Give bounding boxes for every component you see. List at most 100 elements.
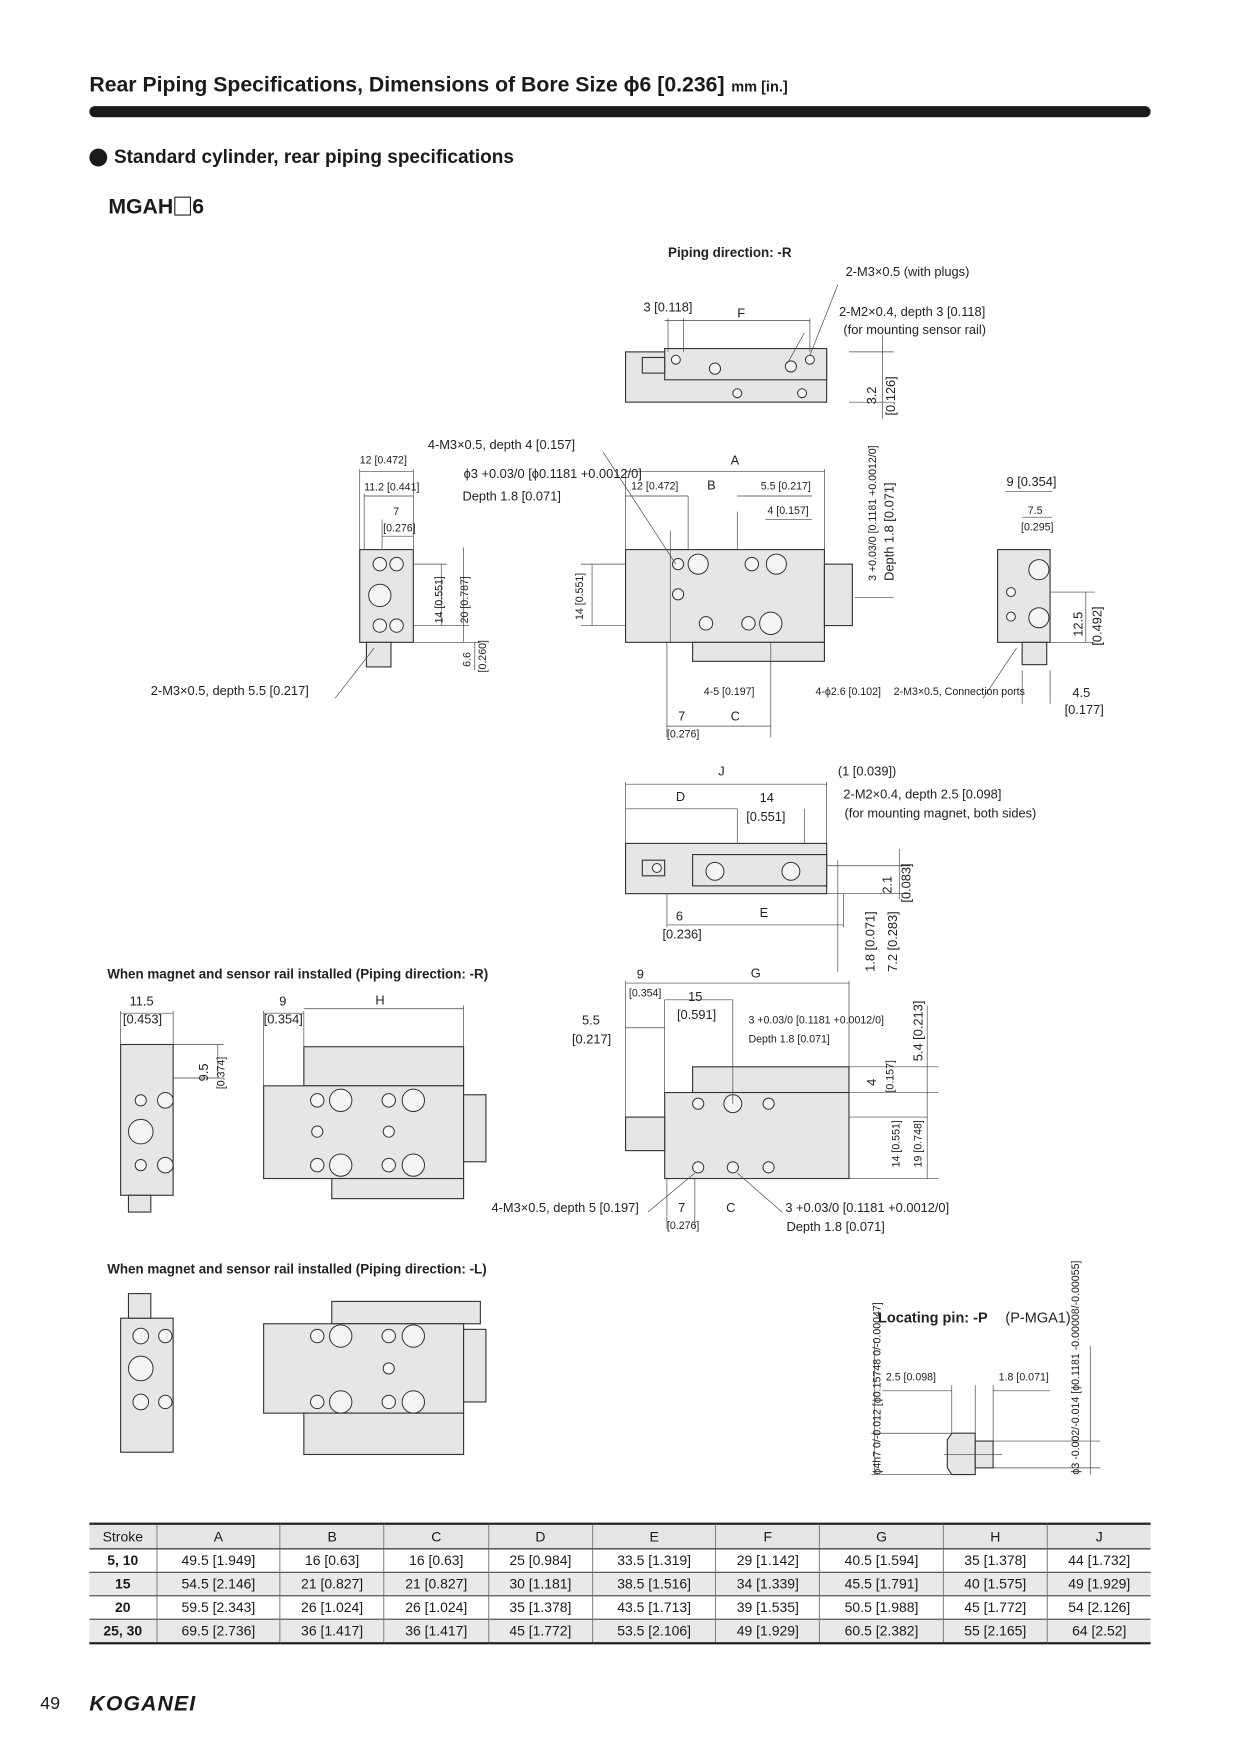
dimension-cell: 69.5 [2.736]	[156, 1619, 281, 1645]
dim-label: ϕ3 +0.03/0 [ϕ0.1181 +0.0012/0]	[464, 466, 642, 481]
dimension-cell: 34 [1.339]	[715, 1572, 820, 1597]
dim-label: 3 +0.03/0 [0.1181 +0.0012/0]	[785, 1200, 949, 1215]
stroke-cell: 5, 10	[89, 1548, 157, 1573]
dim-label: [0.453]	[123, 1011, 162, 1026]
dimension-cell: 43.5 [1.713]	[591, 1595, 716, 1620]
title-text: Rear Piping Specifications, Dimensions o…	[89, 73, 725, 98]
dim-label: [0.217]	[572, 1031, 611, 1046]
column-header: J	[1046, 1522, 1151, 1550]
front-view-drawing: 4-M3×0.5, depth 4 [0.157] ϕ3 +0.03/0 [ϕ0…	[428, 437, 897, 740]
dimension-cell: 38.5 [1.516]	[591, 1572, 716, 1597]
top-view-drawing: Piping direction: -R 2-M3×0.5 (with plug…	[625, 245, 986, 419]
dim-label: A	[731, 453, 740, 468]
magnet-l-title: When magnet and sensor rail installed (P…	[107, 1261, 486, 1276]
dim-label: Depth 1.8 [0.071]	[748, 1033, 829, 1045]
dim-label: 2-M2×0.4, depth 3 [0.118]	[839, 304, 985, 319]
dim-label: 14	[760, 790, 774, 805]
dim-label: G	[751, 965, 761, 980]
dim-label: 14 [0.551]	[574, 573, 586, 620]
dim-label: 4.5	[1072, 685, 1090, 700]
dim-label: [0.276]	[383, 523, 415, 535]
dim-label: [0.276]	[667, 728, 699, 740]
dim-label: 7	[678, 709, 685, 724]
stroke-cell: 25, 30	[89, 1619, 157, 1645]
dim-label: 4-M3×0.5, depth 5 [0.197]	[492, 1200, 639, 1215]
dim-label: 2-M3×0.5, Connection ports	[894, 686, 1025, 698]
dim-label: 12 [0.472]	[631, 480, 678, 492]
dim-label: [0.126]	[883, 376, 898, 415]
column-header: H	[942, 1522, 1048, 1550]
dim-label: 2-M3×0.5, depth 5.5 [0.217]	[151, 683, 309, 698]
magnet-l-drawing: When magnet and sensor rail installed (P…	[107, 1261, 487, 1456]
dim-label: E	[760, 905, 769, 920]
dimension-cell: 53.5 [2.106]	[591, 1619, 716, 1645]
dim-label: 4 [0.157]	[767, 505, 808, 517]
dimension-cell: 49 [1.929]	[715, 1619, 820, 1645]
dim-label: [0.492]	[1089, 606, 1104, 645]
pin-title: Locating pin: -P	[878, 1311, 988, 1327]
dim-label: 2.1	[879, 876, 894, 894]
dimension-cell: 40.5 [1.594]	[819, 1548, 944, 1573]
section-heading: Standard cylinder, rear piping specifica…	[89, 146, 514, 168]
dimension-cell: 35 [1.378]	[487, 1595, 593, 1620]
stroke-cell: 20	[89, 1595, 157, 1620]
stroke-cell: 15	[89, 1572, 157, 1597]
dimension-cell: 45.5 [1.791]	[819, 1572, 944, 1597]
locating-pin-drawing: Locating pin: -P (P-MGA1) 2.5 [0.098] 1.…	[871, 1261, 1101, 1476]
dim-label: [0.177]	[1065, 702, 1104, 717]
dim-label: 4-M3×0.5, depth 4 [0.157]	[428, 437, 575, 452]
dim-label: (1 [0.039])	[838, 763, 896, 778]
dim-label: 14 [0.551]	[890, 1120, 902, 1167]
dim-label: 1.8 [0.071]	[999, 1372, 1049, 1384]
dim-label: [0.157]	[885, 1060, 897, 1092]
dim-label: 11.2 [0.441]	[364, 481, 419, 493]
dim-label: 15	[688, 989, 702, 1004]
model-prefix: MGAH	[108, 195, 174, 219]
dim-label: [0.276]	[667, 1220, 699, 1232]
dim-label: H	[375, 992, 384, 1007]
dim-label: 4-ϕ2.6 [0.102]	[815, 686, 881, 698]
column-header: D	[487, 1522, 593, 1550]
dimension-cell: 29 [1.142]	[715, 1548, 820, 1573]
dim-label: Depth 1.8 [0.071]	[462, 488, 560, 503]
dimension-cell: 26 [1.024]	[383, 1595, 489, 1620]
dimension-cell: 40 [1.575]	[942, 1572, 1048, 1597]
dim-label: D	[676, 789, 685, 804]
dim-label: F	[737, 305, 745, 320]
dim-label: [0.374]	[216, 1057, 228, 1089]
dim-label: 7	[678, 1200, 685, 1215]
dim-label: [0.591]	[677, 1007, 716, 1022]
dim-label: 7.5	[1028, 505, 1043, 517]
dim-label: ϕ3 -0.002/-0.014 [ϕ0.1181 -0.00008/-0.00…	[1070, 1261, 1082, 1475]
dimension-cell: 54.5 [2.146]	[156, 1572, 281, 1597]
page-number: 49	[40, 1694, 61, 1714]
dim-label: 9 [0.354]	[1007, 474, 1057, 489]
dimension-cell: 64 [2.52]	[1046, 1619, 1151, 1645]
dimension-cell: 33.5 [1.319]	[591, 1548, 716, 1573]
dimension-cell: 36 [1.417]	[279, 1619, 385, 1645]
dimension-cell: 55 [2.165]	[942, 1619, 1048, 1645]
dim-label: 5.5 [0.217]	[761, 480, 811, 492]
dim-label: ϕ4h7 0/-0.012 [ϕ0.15748 0/-0.00047]	[871, 1302, 883, 1474]
dimension-cell: 49 [1.929]	[1046, 1572, 1151, 1597]
model-placeholder-box	[174, 196, 192, 216]
dim-label: 3 +0.03/0 [0.1181 +0.0012/0]	[748, 1014, 884, 1026]
dim-label: 4-5 [0.197]	[704, 686, 755, 698]
dim-label: 11.5	[130, 993, 154, 1008]
dim-label: 19 [0.748]	[913, 1120, 925, 1167]
dim-label: [0.260]	[477, 640, 489, 672]
dim-label: 1.8 [0.071]	[863, 911, 878, 972]
magnet-r-title: When magnet and sensor rail installed (P…	[107, 967, 488, 982]
dim-label: Depth 1.8 [0.071]	[882, 482, 897, 580]
page-title: Rear Piping Specifications, Dimensions o…	[89, 74, 787, 99]
bottom-view-drawing: J (1 [0.039]) D 14 [0.551] 2-M2×0.4, dep…	[625, 763, 1036, 972]
dim-label: [0.295]	[1021, 522, 1053, 534]
dim-label: 12.5	[1070, 612, 1085, 637]
